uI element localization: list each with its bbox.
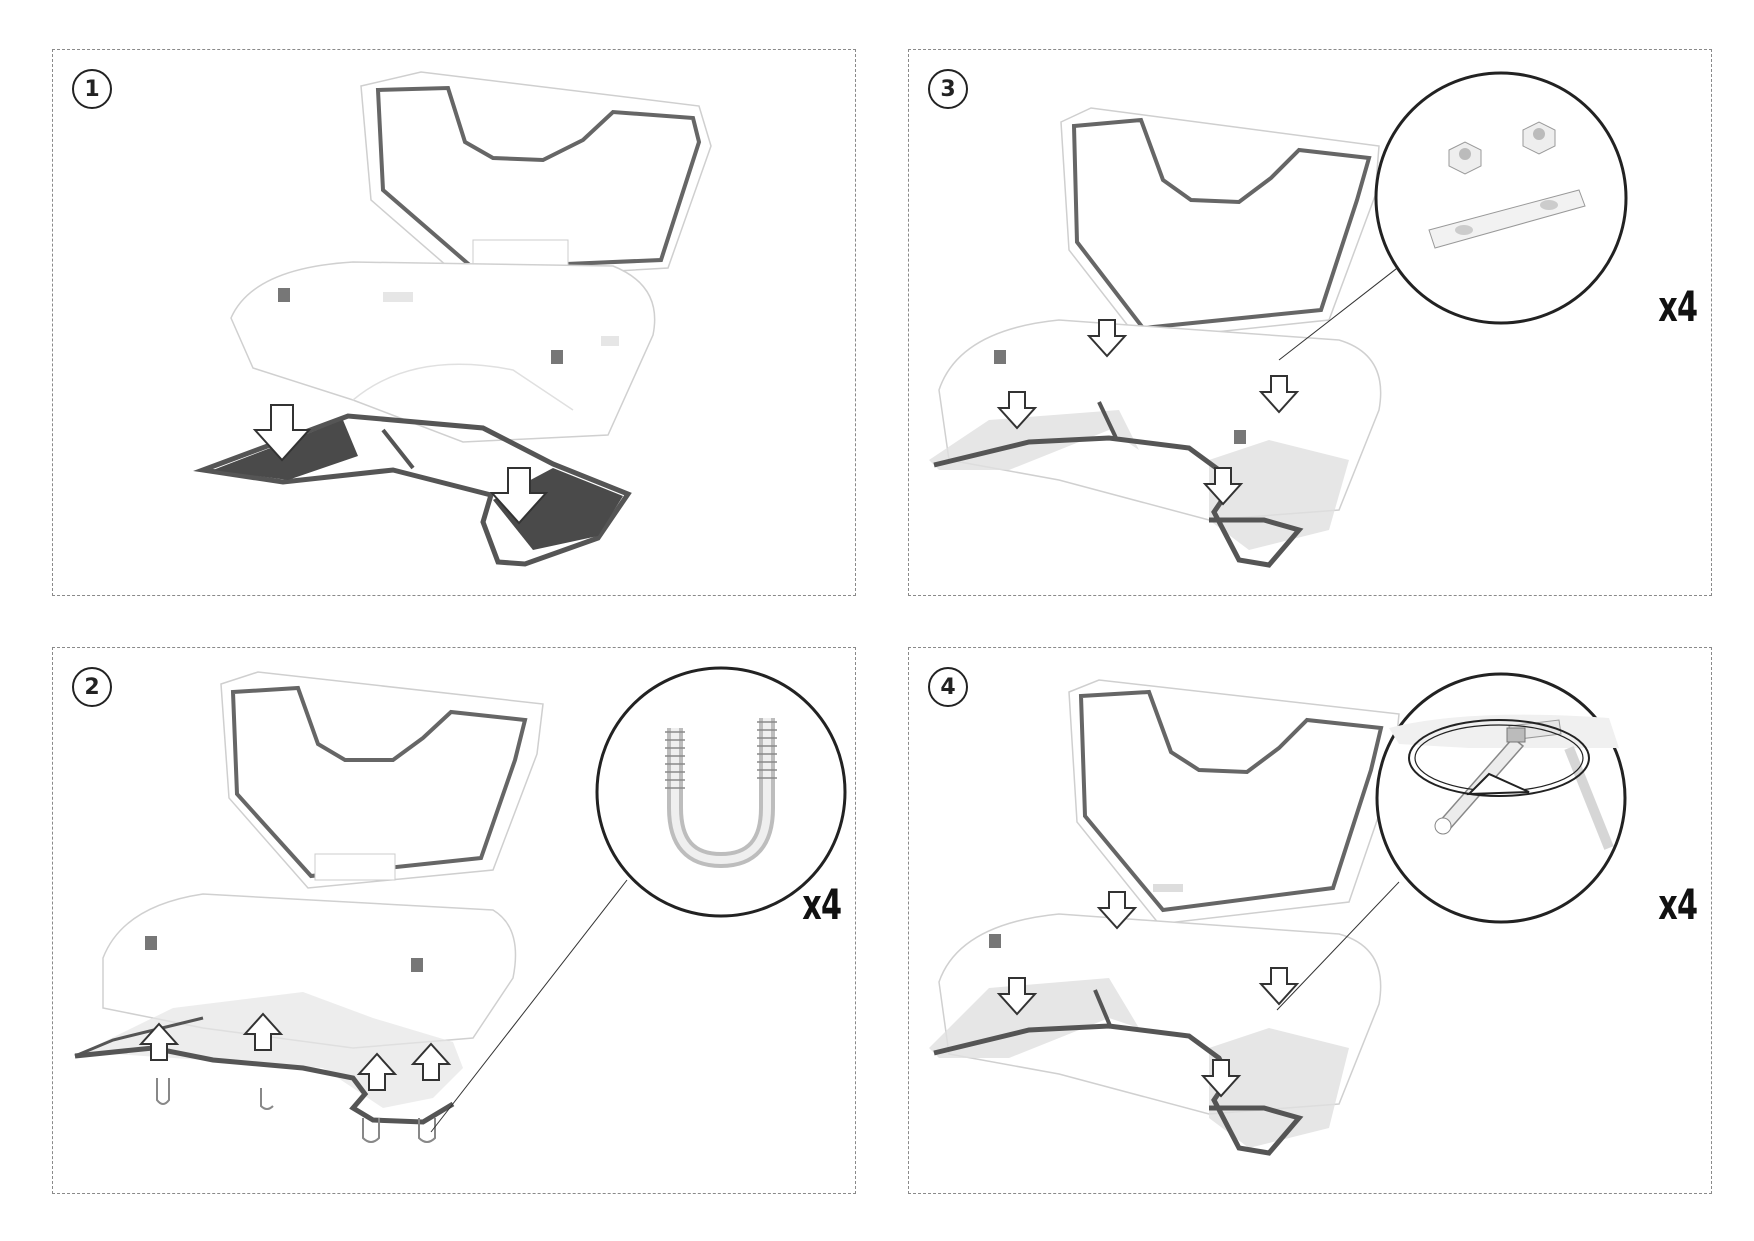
arrow-down-icon bbox=[1258, 967, 1300, 1006]
box-lid bbox=[1060, 107, 1380, 341]
plate-icon bbox=[1428, 189, 1586, 249]
box-lid bbox=[1068, 679, 1400, 925]
box-lid bbox=[360, 71, 712, 281]
step-1-illustration bbox=[193, 71, 712, 567]
u-bolt-icon bbox=[665, 718, 777, 869]
arrow-down-icon bbox=[1200, 1059, 1242, 1098]
step-number-badge: 2 bbox=[72, 667, 112, 707]
arrow-up-icon bbox=[356, 1052, 398, 1091]
luggage-rack bbox=[929, 978, 1349, 1156]
box-body bbox=[230, 261, 656, 443]
step-4-illustration bbox=[929, 672, 1627, 1156]
quantity-label: x4 bbox=[1657, 282, 1698, 331]
arrow-down-icon bbox=[1258, 375, 1300, 414]
detail-callout bbox=[1374, 71, 1628, 325]
step-number-badge: 3 bbox=[928, 69, 968, 109]
step-1-panel: 1 bbox=[52, 49, 856, 596]
box-lid bbox=[220, 671, 544, 889]
arrow-down-icon bbox=[252, 404, 312, 462]
arrow-down-icon bbox=[996, 391, 1038, 430]
detail-callout bbox=[595, 666, 847, 918]
arrow-down-icon bbox=[489, 467, 549, 525]
arrow-down-icon bbox=[1086, 319, 1128, 358]
rotate-arrow-icon bbox=[1408, 719, 1590, 797]
arrow-up-icon bbox=[138, 1022, 180, 1061]
arrow-down-icon bbox=[1096, 891, 1138, 930]
arrow-down-icon bbox=[1202, 467, 1244, 506]
step-4-panel: 4 x4 bbox=[908, 647, 1712, 1194]
arrow-up-icon bbox=[242, 1012, 284, 1051]
nut-icon bbox=[1522, 121, 1556, 155]
detail-callout bbox=[1375, 672, 1627, 924]
step-2-panel: 2 x4 bbox=[52, 647, 856, 1194]
quantity-label: x4 bbox=[801, 880, 842, 929]
step-3-illustration bbox=[929, 71, 1628, 568]
arrow-up-icon bbox=[410, 1042, 452, 1081]
arrow-down-icon bbox=[996, 977, 1038, 1016]
step-number-badge: 4 bbox=[928, 667, 968, 707]
u-bolt-icon bbox=[156, 1078, 436, 1143]
nut-icon bbox=[1448, 141, 1482, 175]
quantity-label: x4 bbox=[1657, 880, 1698, 929]
step-2-illustration bbox=[74, 666, 847, 1143]
step-number-badge: 1 bbox=[72, 69, 112, 109]
step-3-panel: 3 x4 bbox=[908, 49, 1712, 596]
